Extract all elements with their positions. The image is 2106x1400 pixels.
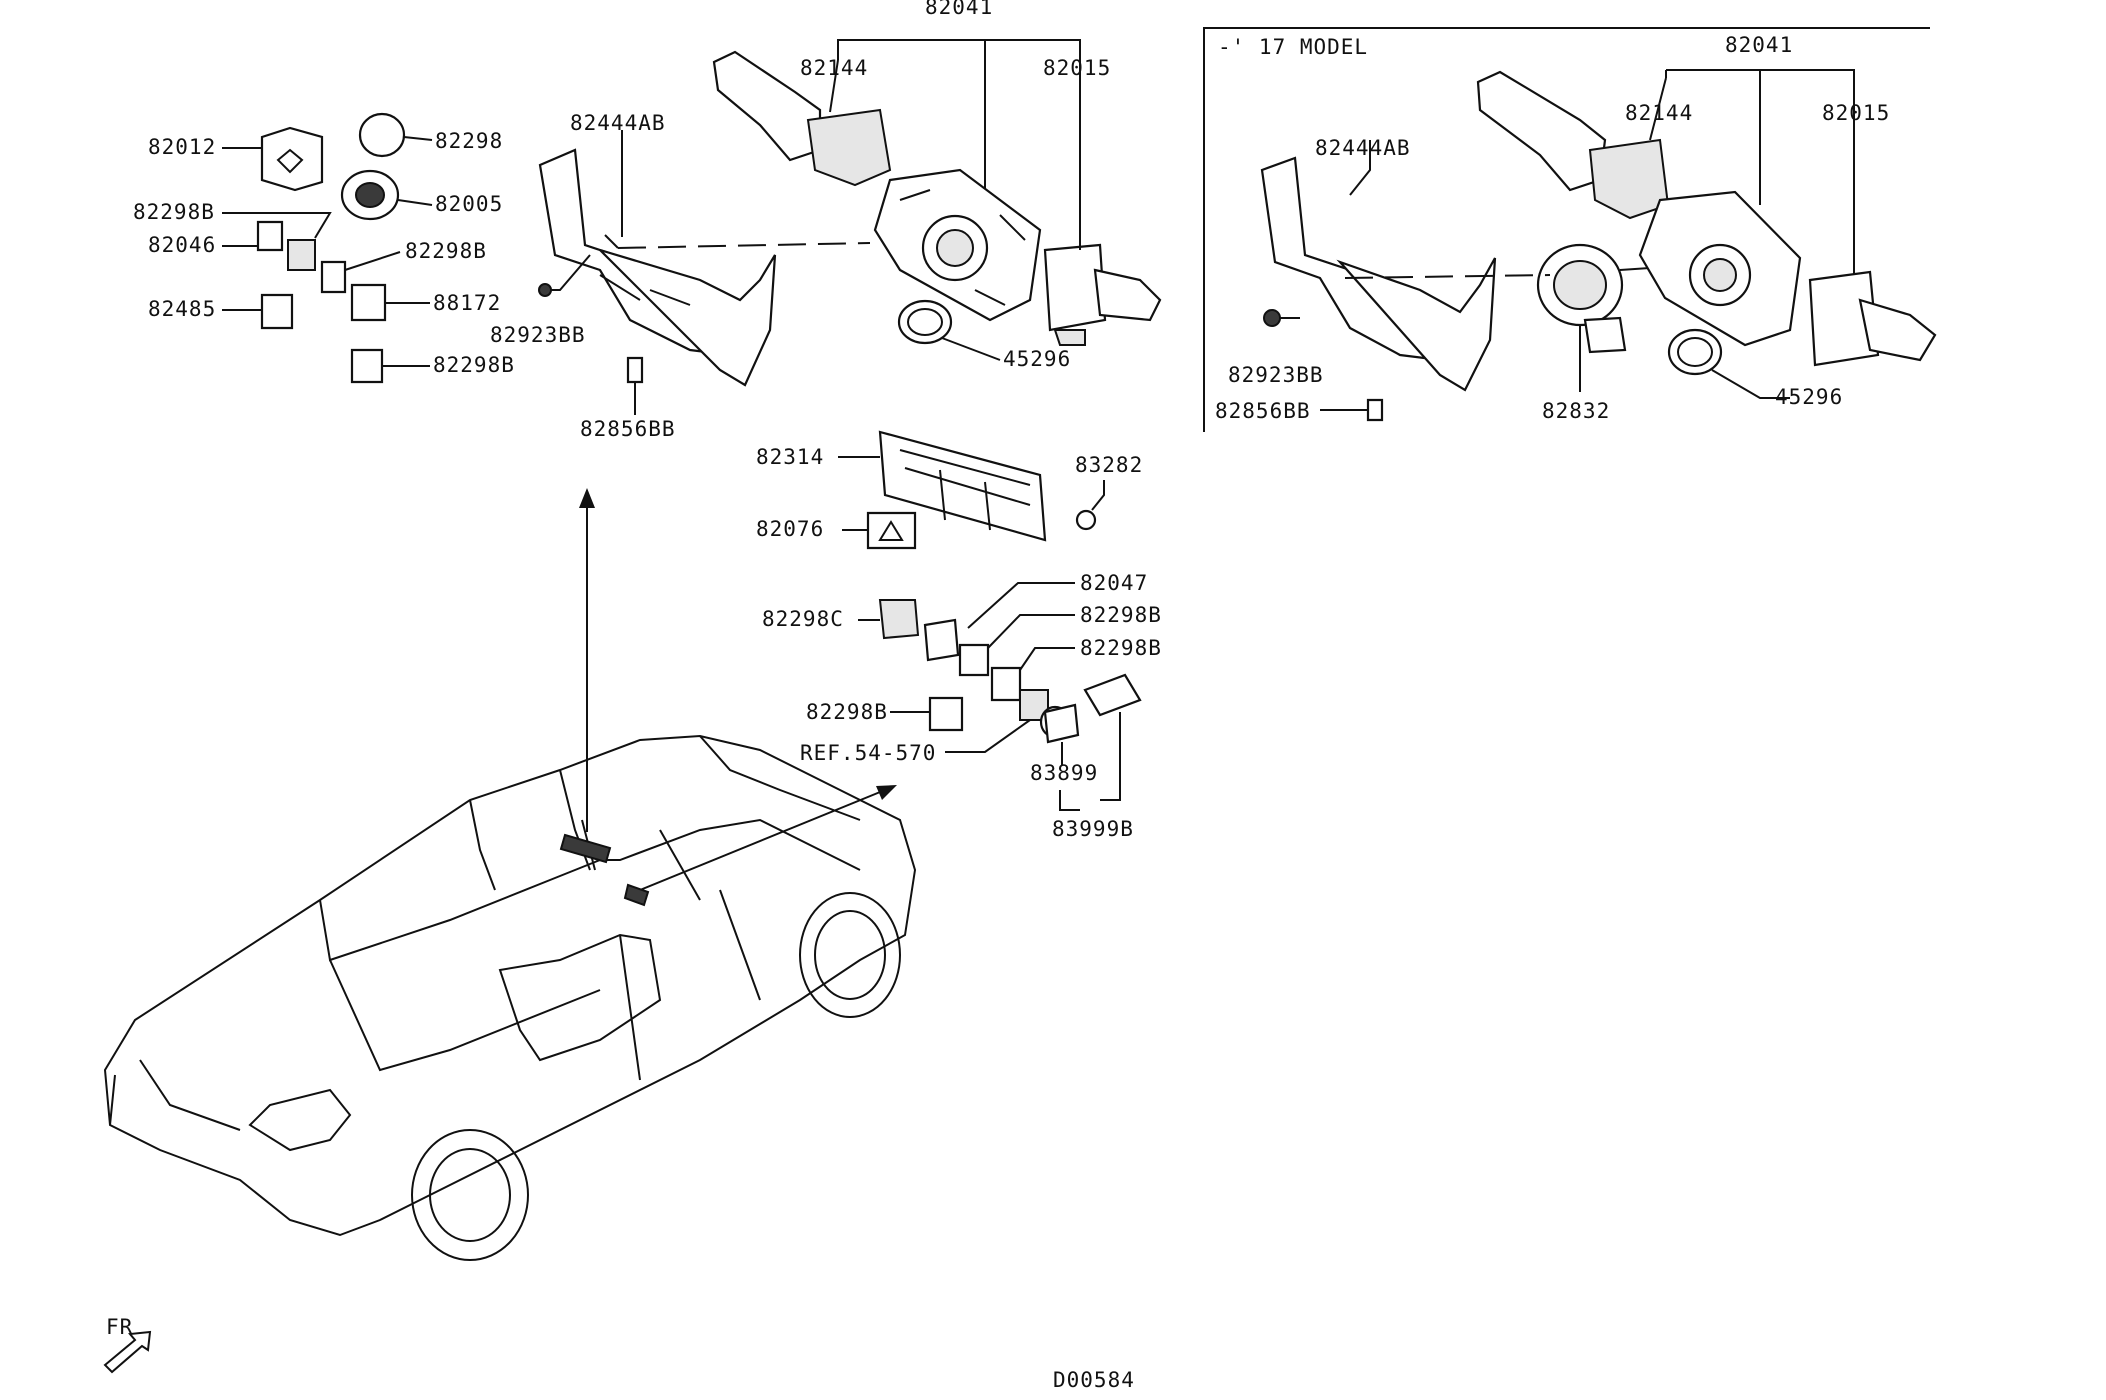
label-inset-82015: 82015 bbox=[1822, 101, 1890, 125]
label-82314: 82314 bbox=[756, 445, 824, 469]
label-main-82015: 82015 bbox=[1043, 56, 1111, 80]
label-82298b-c: 82298B bbox=[433, 353, 515, 377]
label-inset-82444ab: 82444AB bbox=[1315, 136, 1411, 160]
label-main-82041: 82041 bbox=[925, 0, 993, 19]
label-inset-82923bb: 82923BB bbox=[1228, 363, 1324, 387]
label-82485: 82485 bbox=[148, 297, 216, 321]
label-inset-45296: 45296 bbox=[1775, 385, 1843, 409]
label-83282: 83282 bbox=[1075, 453, 1143, 477]
left-switch-cluster bbox=[222, 112, 433, 384]
label-inset-82856bb: 82856BB bbox=[1215, 399, 1311, 423]
label-82298b-console-a: 82298B bbox=[1080, 603, 1162, 627]
label-inset-model: -' 17 MODEL bbox=[1218, 35, 1368, 59]
label-main-82144: 82144 bbox=[800, 56, 868, 80]
label-82298b-console-b: 82298B bbox=[1080, 636, 1162, 660]
label-82298-top: 82298 bbox=[435, 129, 503, 153]
label-82047: 82047 bbox=[1080, 571, 1148, 595]
label-inset-82144: 82144 bbox=[1625, 101, 1693, 125]
label-inset-82832: 82832 bbox=[1542, 399, 1610, 423]
label-82298b-a: 82298B bbox=[133, 200, 215, 224]
label-82298c: 82298C bbox=[762, 607, 844, 631]
inset-panel bbox=[1203, 27, 1937, 432]
label-main-82856bb: 82856BB bbox=[580, 417, 676, 441]
diagram-code: D00584 bbox=[1053, 1368, 1135, 1392]
label-82076: 82076 bbox=[756, 517, 824, 541]
vehicle-outline bbox=[103, 734, 917, 1261]
front-orientation-arrow bbox=[103, 1330, 152, 1374]
label-main-45296: 45296 bbox=[1003, 347, 1071, 371]
part-labels: 82041 82144 82015 82444AB 82923BB 82856B… bbox=[106, 0, 1890, 1392]
main-column-assembly bbox=[538, 39, 1162, 415]
callout-arrows bbox=[579, 488, 897, 891]
label-82012: 82012 bbox=[148, 135, 216, 159]
label-88172: 88172 bbox=[433, 291, 501, 315]
label-82005: 82005 bbox=[435, 192, 503, 216]
label-inset-82041: 82041 bbox=[1725, 33, 1793, 57]
label-82046: 82046 bbox=[148, 233, 216, 257]
center-console-parts bbox=[838, 430, 1142, 811]
label-main-82923bb: 82923BB bbox=[490, 323, 586, 347]
label-main-82444ab: 82444AB bbox=[570, 111, 666, 135]
label-ref-54-570: REF.54-570 bbox=[800, 741, 936, 765]
label-82298b-console-c: 82298B bbox=[806, 700, 888, 724]
label-83999b: 83999B bbox=[1052, 817, 1134, 841]
label-front-orientation: FR bbox=[106, 1315, 133, 1339]
label-83899: 83899 bbox=[1030, 761, 1098, 785]
label-82298b-b: 82298B bbox=[405, 239, 487, 263]
